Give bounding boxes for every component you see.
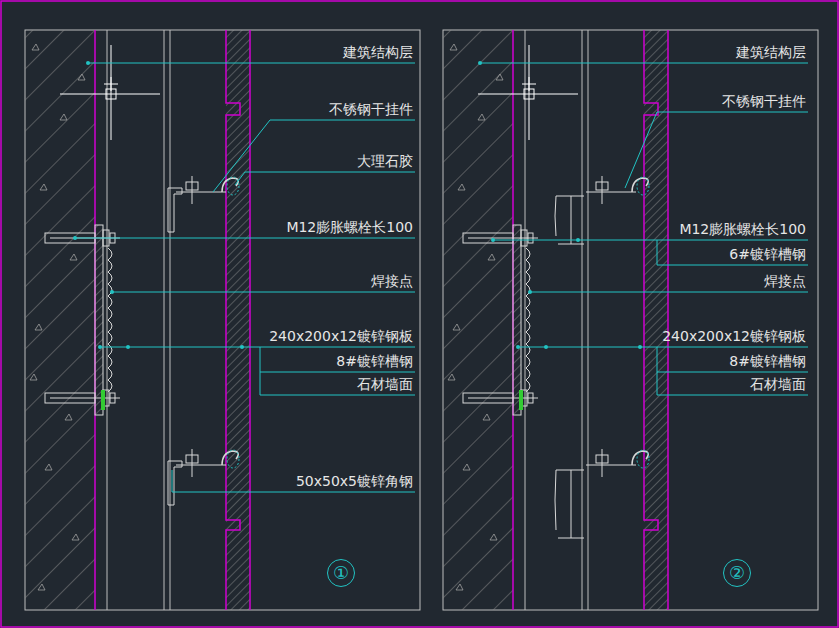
- detail-number: ①: [333, 563, 349, 583]
- callout-label: 8#镀锌槽钢: [729, 353, 806, 369]
- detail-number-circle: ②: [723, 559, 751, 587]
- detail-number-circle: ①: [327, 559, 355, 587]
- callout-label: 不锈钢干挂件: [722, 93, 806, 109]
- callout-label: 石材墙面: [357, 376, 413, 392]
- callout-label: 不锈钢干挂件: [329, 101, 413, 117]
- callout-label: 50x50x5镀锌角钢: [296, 473, 413, 489]
- callout-label: 石材墙面: [750, 376, 806, 392]
- callout-label: 大理石胶: [357, 153, 413, 169]
- callout-label: 8#镀锌槽钢: [336, 353, 413, 369]
- callout-label: 建筑结构层: [736, 44, 806, 60]
- callout-label: M12膨胀螺栓长100: [286, 219, 413, 235]
- callout-label: 240x200x12镀锌钢板: [662, 328, 806, 344]
- callout-label: 6#镀锌槽钢: [729, 246, 806, 262]
- callout-label: 焊接点: [371, 273, 413, 289]
- callout-label: 240x200x12镀锌钢板: [269, 328, 413, 344]
- callout-label: M12膨胀螺栓长100: [679, 221, 806, 237]
- callout-label: 焊接点: [764, 273, 806, 289]
- callout-label: 建筑结构层: [343, 44, 413, 60]
- detail-number: ②: [729, 563, 745, 583]
